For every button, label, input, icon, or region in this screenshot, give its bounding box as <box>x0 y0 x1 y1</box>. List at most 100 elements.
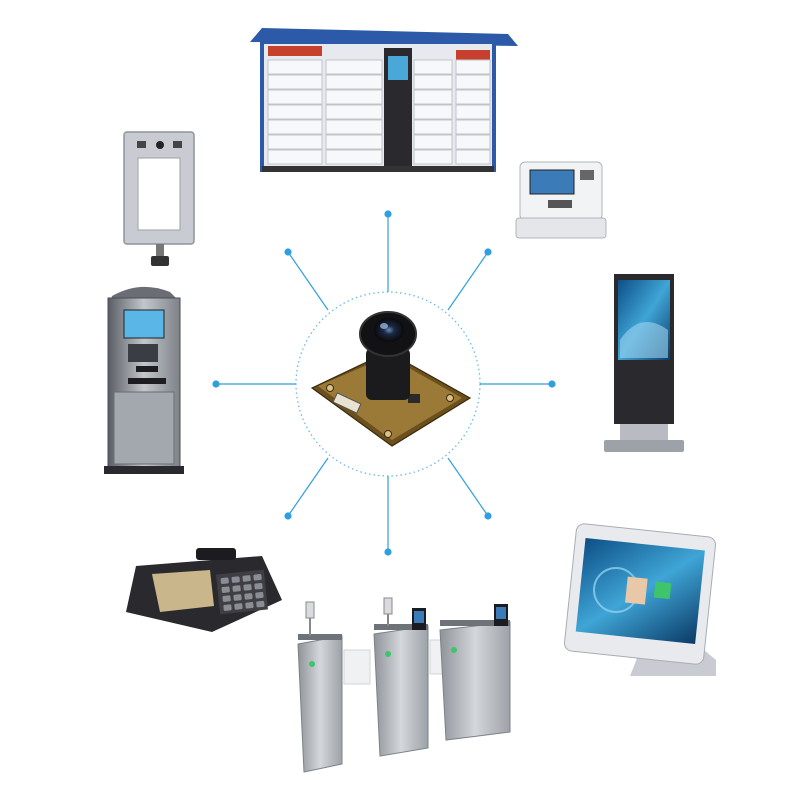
atm-cash-slot <box>128 378 166 384</box>
spoke-bottom-endpoint-dot <box>384 548 392 556</box>
pcb-hole-icon <box>384 430 392 438</box>
terminal-base <box>515 217 607 239</box>
pcb-chip <box>408 394 420 403</box>
reader-camera-icon <box>156 141 164 149</box>
locker-screen <box>388 56 408 80</box>
pos-key <box>255 591 264 599</box>
locker-door <box>325 134 383 150</box>
spoke-bottom-right <box>447 457 489 517</box>
spoke-top-left <box>287 251 329 311</box>
pos-keypad <box>216 569 268 615</box>
spoke-top-right-endpoint-dot <box>484 248 492 256</box>
gates <box>297 597 511 773</box>
locker-door <box>413 149 453 165</box>
pos-key <box>244 593 253 600</box>
pos-key <box>222 595 231 602</box>
reader-mount-base <box>151 256 169 266</box>
pos-key <box>232 585 241 592</box>
locker-door <box>325 59 383 75</box>
locker-door <box>267 134 323 150</box>
kiosk-pedestal <box>620 424 668 442</box>
locker-door <box>325 74 383 90</box>
atm-card-slot <box>136 366 158 372</box>
spoke-right-endpoint-dot <box>548 380 556 388</box>
kiosk-base <box>604 440 684 452</box>
pos-screen <box>152 570 214 612</box>
turnstile-card-reader <box>305 601 315 619</box>
locker-door <box>325 149 383 165</box>
locker-door <box>267 104 323 120</box>
locker-door <box>267 74 323 90</box>
reader-window <box>137 157 181 231</box>
locker-door <box>455 134 491 150</box>
locker-door <box>325 104 383 120</box>
camera-module <box>310 311 472 447</box>
spoke-top-endpoint-dot <box>384 210 392 218</box>
locker-door <box>413 104 453 120</box>
atm-keypad <box>128 344 158 362</box>
turnstile-led-icon <box>451 647 457 653</box>
pos-key <box>254 582 263 590</box>
spoke-top-right <box>447 251 489 311</box>
turnstile-led-icon <box>309 661 315 667</box>
turnstile-card-reader <box>383 597 393 615</box>
pos-key <box>220 577 229 584</box>
turnstile-cap <box>440 620 510 626</box>
locker-door <box>413 89 453 105</box>
turnstile-body <box>373 625 429 757</box>
pcb-hole-icon <box>326 384 334 392</box>
pos-terminal <box>126 548 282 632</box>
terminal-screen <box>529 169 575 195</box>
locker-door <box>413 119 453 135</box>
spoke-top-left-endpoint-dot <box>284 248 292 256</box>
pcb-connector <box>332 392 362 414</box>
locker-door <box>455 89 491 105</box>
turnstile-pole <box>387 614 389 626</box>
turnstile-cap <box>298 634 342 640</box>
locker-door <box>455 119 491 135</box>
locker-left-banner <box>268 46 322 56</box>
pos-key <box>242 575 251 582</box>
pos-key <box>221 586 230 593</box>
atm-machine <box>104 286 184 474</box>
turnstile-body <box>297 635 343 773</box>
locker-door <box>455 59 491 75</box>
turnstile-pole <box>309 618 311 636</box>
turnstile-reader-screen <box>414 611 424 623</box>
spoke-bottom-right-endpoint-dot <box>484 512 492 520</box>
turnstile-gates <box>297 597 511 773</box>
terminal-slot <box>548 200 572 208</box>
turnstile-reader-screen <box>496 607 506 619</box>
locker-door <box>267 59 323 75</box>
lens-glass-icon <box>374 318 404 342</box>
pos-key <box>234 603 243 610</box>
spoke-bottom-left <box>287 457 329 517</box>
locker-right-banner <box>456 50 490 60</box>
reader-sensor <box>173 141 182 148</box>
locker-door <box>325 119 383 135</box>
locker-door <box>413 134 453 150</box>
spokes <box>212 210 556 556</box>
pos-printer-icon <box>196 548 236 560</box>
locker-door <box>413 74 453 90</box>
lens-reflection <box>380 323 388 329</box>
locker-doors <box>267 59 491 165</box>
tablet-face-photo <box>625 576 648 605</box>
face-recognition-tablet <box>563 523 717 676</box>
atm-screen <box>123 309 165 339</box>
turnstile-body <box>439 621 511 741</box>
desktop-terminal <box>515 161 607 239</box>
pos-key <box>233 594 242 601</box>
pcb-hole-icon <box>446 394 454 402</box>
spoke-bottom-left-endpoint-dot <box>284 512 292 520</box>
turnstile-led-icon <box>385 651 391 657</box>
locker-door <box>455 149 491 165</box>
pos-key <box>256 600 265 608</box>
pos-key <box>245 602 254 609</box>
tablet-status-badge <box>653 581 672 600</box>
locker-base <box>262 166 494 172</box>
turnstile-cap <box>374 624 428 630</box>
locker-door <box>267 119 323 135</box>
locker-door <box>413 59 453 75</box>
reader-sensor <box>137 141 146 148</box>
